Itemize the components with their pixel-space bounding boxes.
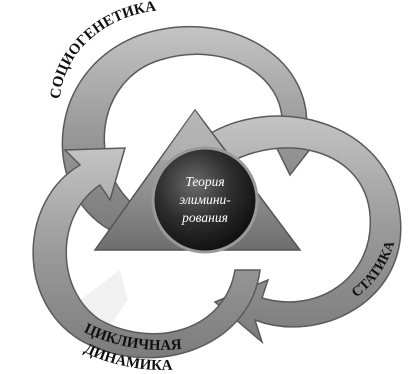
center-line-1: Теория — [185, 174, 224, 189]
center-line-2: элимини- — [179, 192, 231, 207]
center-line-3: рования — [181, 210, 228, 225]
ring-cyclic-dynamics — [32, 147, 261, 359]
center-circle: Теория элимини- рования — [151, 146, 259, 254]
ring-statics — [198, 115, 402, 345]
